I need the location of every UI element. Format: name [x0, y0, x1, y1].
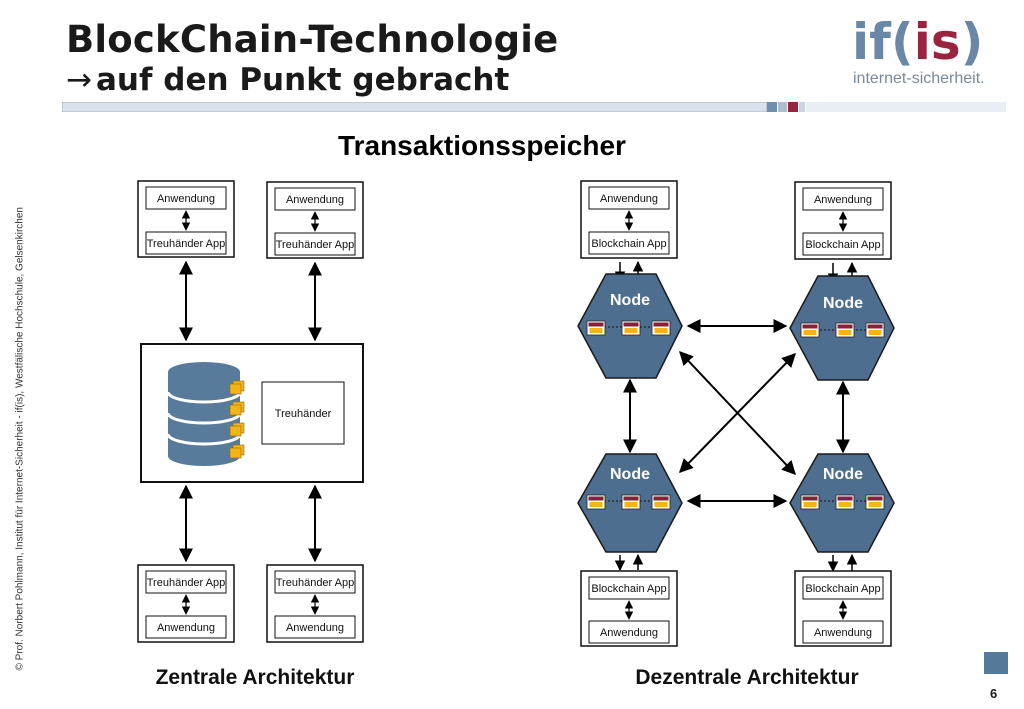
client-app-label: Treuhänder App — [276, 577, 354, 589]
node-bottom-left: Node — [577, 453, 683, 553]
node-label: Node — [823, 466, 863, 483]
block-icon — [621, 320, 641, 336]
central-client-top-left: Anwendung Treuhänder App — [137, 180, 235, 258]
block-icon — [586, 494, 606, 510]
app-label: Anwendung — [157, 193, 215, 205]
ifis-logo: if(is) internet-sicherheit. — [852, 14, 992, 94]
corner-square — [984, 652, 1008, 674]
block-icon — [835, 494, 855, 510]
block-icon — [835, 322, 855, 338]
central-caption: Zentrale Architektur — [156, 666, 355, 689]
decentral-client-top-right: Anwendung Blockchain App — [794, 181, 892, 260]
client-app-label: Blockchain App — [805, 239, 880, 251]
trustee-label: Treuhänder — [275, 408, 332, 420]
block-icon — [865, 322, 885, 338]
page-number: 6 — [990, 686, 998, 701]
block-icon — [621, 494, 641, 510]
connection-arrow — [679, 352, 796, 474]
node-label: Node — [823, 295, 863, 312]
app-label: Anwendung — [286, 622, 344, 634]
decentral-client-top-left: Anwendung Blockchain App — [580, 180, 678, 259]
app-label: Anwendung — [157, 622, 215, 634]
central-client-top-right: Anwendung Treuhänder App — [266, 181, 364, 259]
diagram-heading: Transaktionsspeicher — [338, 130, 626, 161]
slide-title: BlockChain-Technologie — [66, 18, 559, 61]
node-top-right: Node — [789, 275, 895, 381]
block-icon — [651, 494, 671, 510]
block-icon — [800, 494, 820, 510]
client-app-label: Blockchain App — [591, 238, 666, 250]
central-client-bottom-left: Treuhänder App Anwendung — [137, 564, 235, 643]
header-rule — [62, 102, 1006, 112]
slide-subtitle-text: auf den Punkt gebracht — [95, 62, 510, 98]
client-app-label: Treuhänder App — [147, 238, 225, 250]
node-label: Node — [610, 292, 650, 309]
central-server: Treuhänder — [140, 343, 364, 483]
app-label: Anwendung — [600, 193, 658, 205]
app-label: Anwendung — [814, 194, 872, 206]
client-app-label: Treuhänder App — [276, 239, 354, 251]
block-icon — [586, 320, 606, 336]
node-bottom-right: Node — [789, 453, 895, 553]
decentral-caption: Dezentrale Architektur — [635, 666, 858, 689]
logo-mark: if(is) — [852, 13, 984, 71]
app-label: Anwendung — [600, 627, 658, 639]
client-app-label: Blockchain App — [805, 583, 880, 595]
client-app-label: Treuhänder App — [147, 577, 225, 589]
database-icon — [166, 362, 242, 466]
node-label: Node — [610, 466, 650, 483]
app-label: Anwendung — [286, 194, 344, 206]
decentral-client-bottom-right: Blockchain App Anwendung — [794, 570, 892, 647]
block-icon — [865, 494, 885, 510]
logo-tagline: internet-sicherheit. — [853, 70, 985, 87]
central-client-bottom-right: Treuhänder App Anwendung — [266, 564, 364, 643]
node-top-left: Node — [577, 273, 683, 379]
block-icon — [651, 320, 671, 336]
decentral-client-bottom-left: Blockchain App Anwendung — [580, 570, 678, 647]
slide-subtitle: →auf den Punkt gebracht — [66, 62, 509, 98]
block-icon — [800, 322, 820, 338]
right-arrow-icon: → — [66, 62, 92, 98]
app-label: Anwendung — [814, 627, 872, 639]
client-app-label: Blockchain App — [591, 583, 666, 595]
